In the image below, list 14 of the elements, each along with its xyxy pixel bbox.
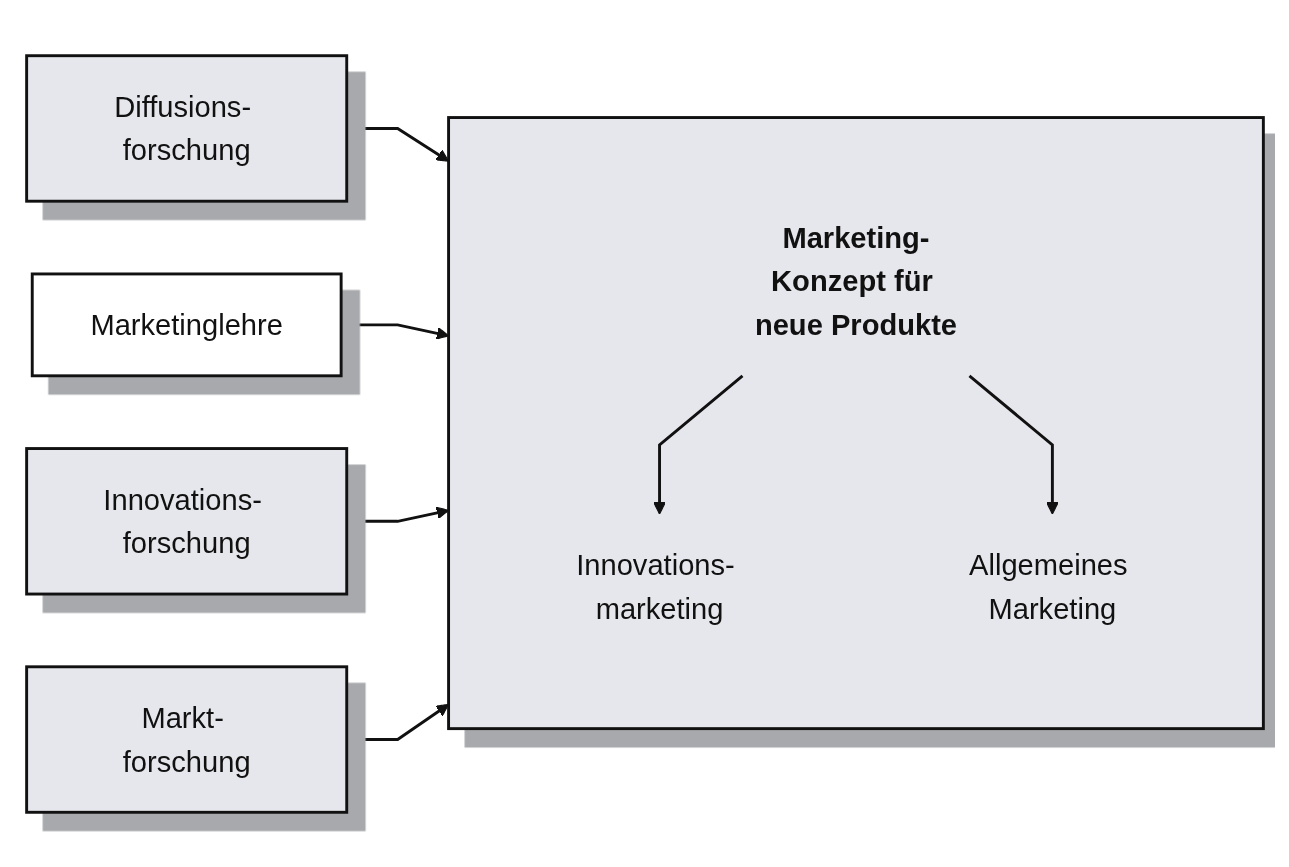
arrow — [346, 126, 449, 162]
arrow — [340, 322, 449, 340]
node-text: Marketing-Konzept für neue Produkte — [754, 221, 957, 341]
arrow — [346, 506, 449, 523]
node-box: Innovations- forschung — [24, 446, 348, 595]
arrow — [346, 703, 449, 741]
arrow — [968, 374, 1059, 515]
arrow — [652, 374, 743, 515]
cluster — [446, 115, 1265, 730]
node-text: Allgemeines Marketing — [968, 548, 1128, 625]
node-box: Marketinglehre — [30, 272, 343, 377]
node-box: Markt- forschung — [24, 664, 348, 814]
node-box: Diffusions- forschung — [24, 53, 348, 203]
node-text: Innovations- marketing — [575, 548, 735, 625]
